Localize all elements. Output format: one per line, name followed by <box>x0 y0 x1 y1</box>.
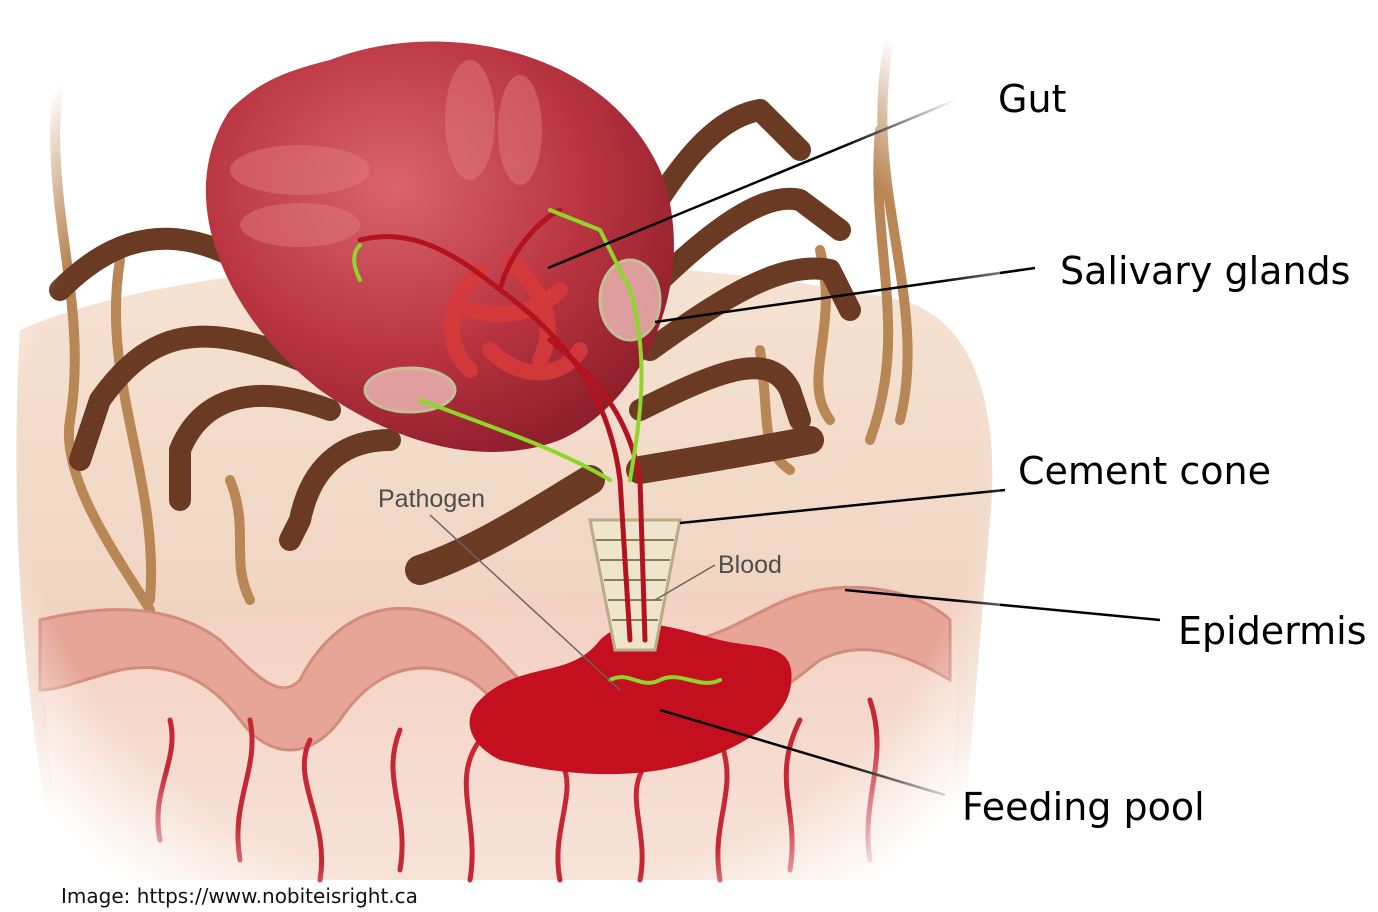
image-credit: Image: https://www.nobiteisright.ca <box>61 886 418 906</box>
label-blood: Blood <box>718 553 782 578</box>
label-feeding-pool: Feeding pool <box>962 788 1205 826</box>
label-pathogen: Pathogen <box>378 487 485 512</box>
label-cement-cone: Cement cone <box>1018 452 1271 490</box>
label-gut: Gut <box>998 80 1066 118</box>
label-epidermis: Epidermis <box>1178 612 1367 650</box>
label-salivary-glands: Salivary glands <box>1060 252 1350 290</box>
